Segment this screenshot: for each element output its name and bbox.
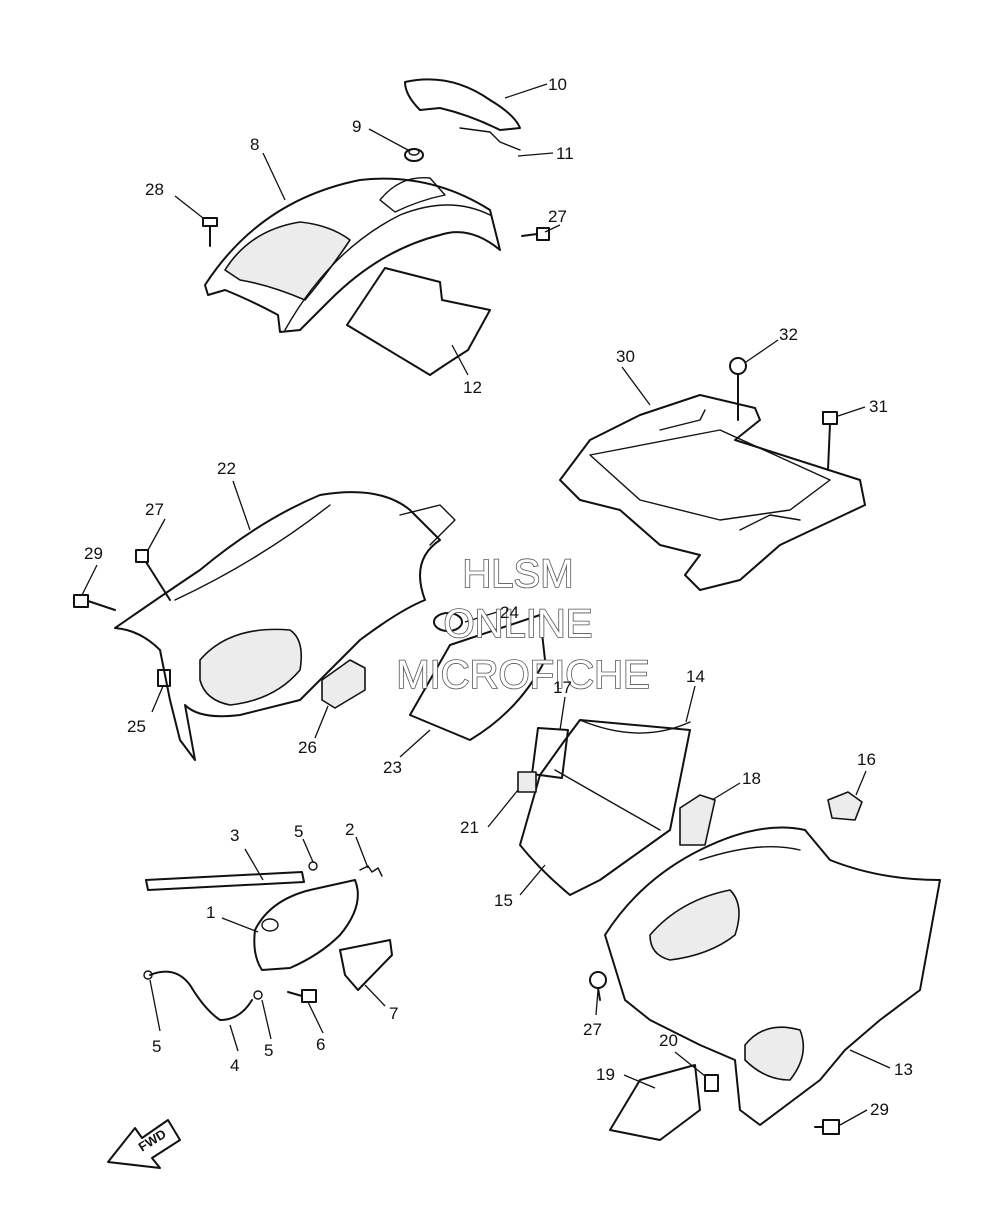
bolt-29-right-part <box>814 1119 840 1135</box>
cover-part <box>404 78 521 151</box>
pad-16-part <box>827 791 863 821</box>
flap-19-part <box>609 1064 701 1141</box>
callout-26: 26 <box>298 738 317 757</box>
callout-16: 16 <box>857 750 876 769</box>
callout-4: 4 <box>230 1056 239 1075</box>
callout-19: 19 <box>596 1065 615 1084</box>
callout-11: 11 <box>556 144 574 163</box>
callout-3: 3 <box>230 826 239 845</box>
callout-1: 1 <box>206 903 215 922</box>
nut-25-part <box>157 669 171 687</box>
callout-21: 21 <box>460 818 479 837</box>
callout-15: 15 <box>494 891 513 910</box>
bolt-28-part <box>202 217 218 247</box>
bolt-31-part <box>822 411 838 471</box>
callout-6: 6 <box>316 1035 325 1054</box>
bolt-27-left-part <box>135 549 171 601</box>
nut-20-part <box>704 1074 719 1092</box>
callout-32: 32 <box>779 325 798 344</box>
watermark-line-1: HLSM <box>462 552 573 596</box>
pad-18-part <box>679 794 716 846</box>
mud-flap-part <box>346 267 491 376</box>
callout-23: 23 <box>383 758 402 777</box>
callout-22: 22 <box>217 459 236 478</box>
callout-27-top: 27 <box>548 207 567 226</box>
callout-10: 10 <box>548 75 567 94</box>
rod-3-part <box>145 871 305 891</box>
watermark: HLSM ONLINE MICROFICHE <box>396 551 651 698</box>
callout-14: 14 <box>686 667 705 686</box>
pad-26-part <box>321 659 366 709</box>
bolt-27-right-part <box>589 971 607 1001</box>
pad-17-part <box>531 727 569 779</box>
bolt-29-left-part <box>73 594 116 611</box>
plate-7-part <box>339 939 393 991</box>
callout-29-left: 29 <box>84 544 103 563</box>
bolt-27-top-part <box>521 227 550 241</box>
fwd-arrow-icon: FWD <box>107 1119 181 1169</box>
callout-5-top: 5 <box>294 822 303 841</box>
watermark-line-2: ONLINE <box>444 602 593 646</box>
callout-30: 30 <box>616 347 635 366</box>
callout-20: 20 <box>659 1031 678 1050</box>
left-front-fender-part <box>114 491 456 761</box>
hose-4-part <box>149 970 253 1021</box>
pad-21-part <box>517 771 537 793</box>
callout-labels: 10 11 9 8 28 27 12 30 32 31 22 27 29 25 … <box>84 75 913 1119</box>
callout-27-left: 27 <box>145 500 164 519</box>
callout-5-mid: 5 <box>264 1041 273 1060</box>
callout-24: 24 <box>500 603 519 622</box>
grommet-part <box>404 148 424 162</box>
panel-14-part <box>519 719 691 896</box>
callout-17: 17 <box>553 678 572 697</box>
callout-27-right: 27 <box>583 1020 602 1039</box>
bracket-1-part <box>253 879 359 971</box>
pad-24-part <box>433 612 463 632</box>
watermark-line-3: MICROFICHE <box>396 653 649 697</box>
clamp-5-parts <box>143 861 318 1000</box>
callout-7: 7 <box>389 1004 398 1023</box>
callout-13: 13 <box>894 1060 913 1079</box>
callout-2: 2 <box>345 820 354 839</box>
callout-5-left: 5 <box>152 1037 161 1056</box>
callout-8: 8 <box>250 135 259 154</box>
callout-18: 18 <box>742 769 761 788</box>
flap-23-part <box>409 614 546 741</box>
callout-28: 28 <box>145 180 164 199</box>
callout-25: 25 <box>127 717 146 736</box>
clip-32-part <box>729 357 747 421</box>
leader-lines <box>81 83 891 1126</box>
bolt-6-part <box>287 989 317 1003</box>
callout-12: 12 <box>463 378 482 397</box>
right-front-fender-part <box>604 826 941 1126</box>
callout-31: 31 <box>869 397 888 416</box>
callout-9: 9 <box>352 117 361 136</box>
spring-2-part <box>359 865 383 877</box>
rear-fender-part <box>204 176 501 333</box>
callout-29-right: 29 <box>870 1100 889 1119</box>
frame-part <box>559 394 866 591</box>
